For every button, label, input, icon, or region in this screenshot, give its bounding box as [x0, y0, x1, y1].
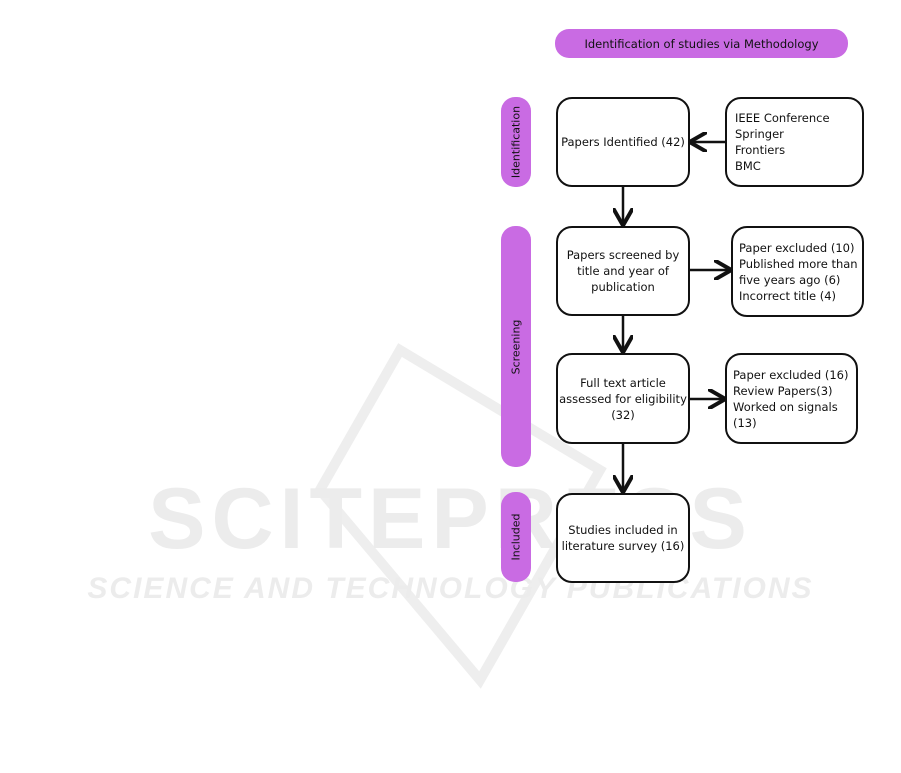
box-text: Studies included in [568, 523, 678, 537]
box-text: literature survey (16) [561, 539, 685, 553]
box-text: Full text article [580, 375, 666, 390]
source-item: IEEE Conference [735, 111, 830, 125]
box-papers-identified: Papers Identified (42) [556, 97, 690, 187]
phase-screening: Screening [501, 226, 531, 467]
box-text: Papers screened by [566, 248, 680, 262]
box-text: Papers Identified (42) [561, 135, 685, 149]
box-text: title and year of [577, 264, 669, 278]
box-text: publication [591, 280, 655, 294]
watermark-logo-shape [313, 343, 607, 689]
box-sources: IEEE Conference Springer Frontiers BMC [725, 97, 864, 187]
box-text: Review Papers(3) [733, 383, 833, 398]
box-excluded-1: Paper excluded (10) Published more than … [731, 226, 864, 317]
watermark-sub: SCIENCE AND TECHNOLOGY PUBLICATIONS [87, 572, 814, 605]
box-screened: Papers screened by title and year of pub… [556, 226, 690, 316]
box-text: Incorrect title (4) [739, 288, 837, 303]
box-text: Paper excluded (10) [739, 240, 855, 255]
source-item: BMC [735, 159, 761, 173]
box-text: Published more than [739, 256, 858, 271]
phase-identification: Identification [501, 97, 531, 187]
box-fulltext: Full text article assessed for eligibili… [556, 353, 690, 444]
box-included: Studies included in literature survey (1… [556, 493, 690, 583]
source-item: Springer [735, 127, 784, 141]
phase-included: Included [501, 492, 531, 582]
box-text: Paper excluded (16) [733, 367, 849, 382]
diagram-title: Identification of studies via Methodolog… [555, 29, 848, 58]
source-item: Frontiers [735, 143, 786, 157]
box-text: Worked on signals [733, 399, 838, 414]
box-text: (32) [611, 407, 635, 422]
box-text: assessed for eligibility [559, 391, 687, 406]
box-text: five years ago (6) [739, 272, 841, 287]
box-text: (13) [733, 415, 757, 430]
box-excluded-2: Paper excluded (16) Review Papers(3) Wor… [725, 353, 858, 444]
